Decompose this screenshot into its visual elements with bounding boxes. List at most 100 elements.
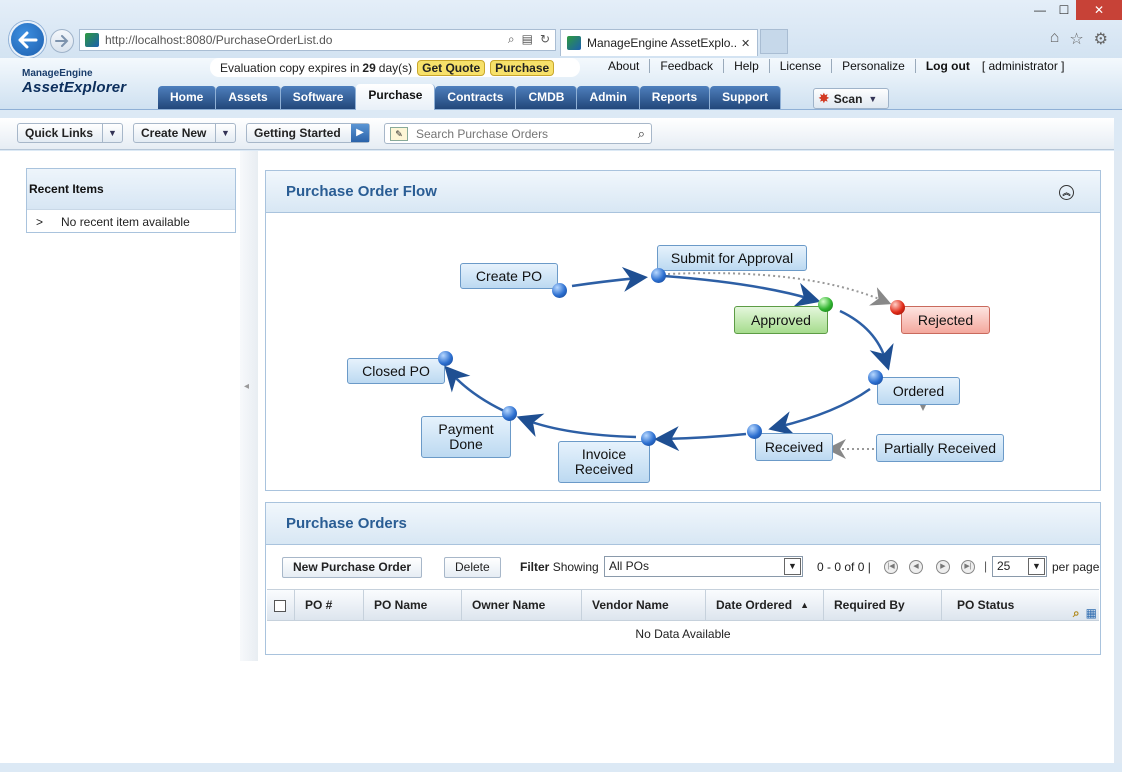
tab-admin[interactable]: Admin xyxy=(577,86,640,109)
quick-links-button[interactable]: Quick Links ▼ xyxy=(17,123,123,143)
last-page-icon[interactable]: ▶| xyxy=(961,560,975,574)
col-required-by[interactable]: Required By xyxy=(824,590,942,620)
personalize-link[interactable]: Personalize xyxy=(842,59,905,73)
flow-arrow xyxy=(444,365,505,413)
po-toolbar: New Purchase Order Delete Filter Showing… xyxy=(266,545,1100,583)
page-size-value: 25 xyxy=(997,559,1011,573)
search-icon[interactable]: ⌕ xyxy=(637,126,645,141)
getting-started-button[interactable]: Getting Started ▶ xyxy=(246,123,370,143)
flow-dot xyxy=(747,424,762,439)
gear-icon[interactable]: ⚙ xyxy=(1093,31,1108,48)
tab-contracts[interactable]: Contracts xyxy=(435,86,517,109)
filter-select[interactable]: All POs ▼ xyxy=(604,556,803,577)
search-input[interactable] xyxy=(416,126,616,141)
logout-link[interactable]: Log out xyxy=(925,59,970,73)
chevron-down-icon: ▼ xyxy=(215,124,235,142)
collapse-icon[interactable]: ︽ xyxy=(1059,185,1074,200)
tab-software[interactable]: Software xyxy=(280,86,357,109)
flow-dot xyxy=(438,351,453,366)
collapse-sidebar-icon[interactable]: ◂ xyxy=(244,381,250,392)
tab-cmdb[interactable]: CMDB xyxy=(516,86,578,109)
first-page-icon[interactable]: |◀ xyxy=(884,560,898,574)
logo-brand: ManageEngine xyxy=(22,68,93,79)
search-category-icon[interactable]: ✎ xyxy=(390,126,408,141)
range-text: 0 - 0 of 0 | xyxy=(817,560,871,574)
flow-node-invoice-received[interactable]: Invoice Received xyxy=(558,441,650,483)
browser-tab[interactable]: ManageEngine AssetExplo... ✕ xyxy=(560,29,758,56)
delete-button[interactable]: Delete xyxy=(444,557,501,578)
col-po-name[interactable]: PO Name xyxy=(364,590,462,620)
flow-node-label: Done xyxy=(449,436,483,452)
no-data-message: No Data Available xyxy=(635,627,731,641)
maximize-button[interactable]: ☐ xyxy=(1058,3,1070,17)
back-button[interactable] xyxy=(9,21,46,58)
star-icon[interactable]: ☆ xyxy=(1069,31,1084,48)
sidebar-splitter[interactable] xyxy=(240,151,258,661)
minimize-button[interactable]: — xyxy=(1034,3,1046,17)
forward-button[interactable] xyxy=(50,29,74,53)
flow-node-closed-po[interactable]: Closed PO xyxy=(347,358,445,384)
scrollbar[interactable] xyxy=(1114,151,1122,763)
tab-title: ManageEngine AssetExplo... xyxy=(587,36,737,50)
col-po-number[interactable]: PO # xyxy=(295,590,364,620)
flow-node-label: Closed PO xyxy=(362,362,430,379)
close-tab-icon[interactable]: ✕ xyxy=(741,37,751,50)
flow-node-approved[interactable]: Approved xyxy=(734,306,828,334)
sort-asc-icon: ▲ xyxy=(800,600,809,610)
top-links: About Feedback Help License Personalize … xyxy=(598,59,1065,73)
col-owner-name[interactable]: Owner Name xyxy=(462,590,582,620)
prev-page-icon[interactable]: ◀ xyxy=(909,560,923,574)
flow-node-label: Received xyxy=(764,438,824,455)
scan-button[interactable]: ✸ Scan ▼ xyxy=(813,88,889,109)
flow-node-ordered[interactable]: Ordered xyxy=(877,377,960,405)
recent-items-title: Recent Items xyxy=(27,169,235,209)
col-date-ordered[interactable]: Date Ordered ▲ xyxy=(706,590,824,620)
select-all-checkbox[interactable] xyxy=(274,599,286,612)
recent-empty-text: No recent item available xyxy=(61,215,190,229)
search-box: ✎ ⌕ xyxy=(384,123,652,144)
next-page-icon[interactable]: ▶ xyxy=(936,560,950,574)
tab-reports[interactable]: Reports xyxy=(639,86,711,109)
home-icon[interactable]: ⌂ xyxy=(1049,29,1060,46)
flow-arrow xyxy=(654,426,747,452)
close-window-button[interactable]: ✕ xyxy=(1076,0,1122,20)
arrow-right-icon xyxy=(55,35,69,47)
page-size-select[interactable]: 25 ▼ xyxy=(992,556,1047,577)
get-quote-button[interactable]: Get Quote xyxy=(417,59,486,76)
help-link[interactable]: Help xyxy=(734,59,759,73)
flow-node-received[interactable]: Received xyxy=(755,433,833,461)
tab-assets[interactable]: Assets xyxy=(216,86,281,109)
license-link[interactable]: License xyxy=(779,59,822,73)
tab-support[interactable]: Support xyxy=(710,86,782,109)
content-area: Recent Items >No recent item available ◂… xyxy=(0,151,1122,763)
tab-favicon-icon xyxy=(567,36,581,50)
flow-arrows xyxy=(444,266,933,459)
col-po-status[interactable]: PO Status ⌕ ▦ xyxy=(942,590,1099,620)
refresh-icon[interactable]: ↻ xyxy=(539,32,550,46)
flow-node-partially-received[interactable]: Partially Received xyxy=(876,434,1004,462)
compatibility-icon[interactable]: ▤ xyxy=(521,32,533,46)
tab-purchase[interactable]: Purchase xyxy=(356,84,436,110)
address-bar[interactable]: http://localhost:8080/PurchaseOrderList.… xyxy=(79,29,556,51)
flow-node-rejected[interactable]: Rejected xyxy=(901,306,990,334)
new-tab-button[interactable] xyxy=(760,29,788,54)
flow-arrow xyxy=(571,266,648,292)
create-new-label: Create New xyxy=(141,126,207,140)
flow-node-submit-approval[interactable]: Submit for Approval xyxy=(657,245,807,271)
column-search-icon[interactable]: ⌕ xyxy=(1072,606,1080,620)
flow-arrow xyxy=(516,413,637,439)
feedback-link[interactable]: Feedback xyxy=(660,59,714,73)
create-new-button[interactable]: Create New ▼ xyxy=(133,123,236,143)
flow-dot xyxy=(651,268,666,283)
purchase-button[interactable]: Purchase xyxy=(490,59,555,76)
flow-node-payment-done[interactable]: Payment Done xyxy=(421,416,511,458)
column-chooser-icon[interactable]: ▦ xyxy=(1085,606,1097,620)
about-link[interactable]: About xyxy=(608,59,640,73)
col-vendor-name[interactable]: Vendor Name xyxy=(582,590,706,620)
tab-home[interactable]: Home xyxy=(158,86,217,109)
flow-node-create-po[interactable]: Create PO xyxy=(460,263,558,289)
app-logo[interactable]: ManageEngine AssetExplorer xyxy=(22,68,126,96)
new-purchase-order-button[interactable]: New Purchase Order xyxy=(282,557,423,578)
search-icon[interactable]: ⌕ xyxy=(507,32,515,46)
evaluation-banner: Evaluation copy expires in 29 day(s) Get… xyxy=(210,58,580,77)
